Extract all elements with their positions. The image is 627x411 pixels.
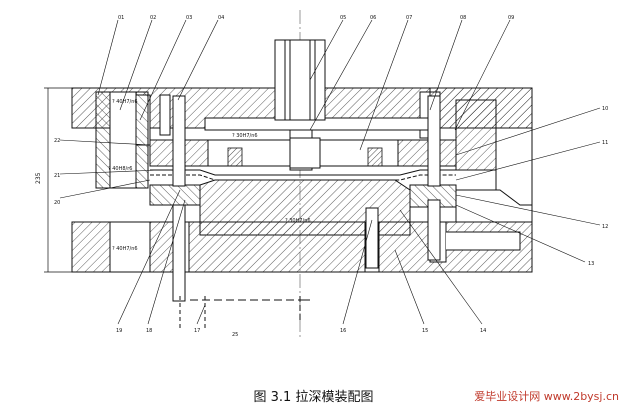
right-frame	[455, 99, 533, 223]
label-15: 15	[422, 328, 428, 334]
label-02: 02	[150, 15, 156, 21]
label-18: 18	[146, 328, 152, 334]
bolt-lower	[365, 207, 379, 269]
label-10: 10	[602, 106, 608, 112]
spring-right	[367, 147, 383, 167]
fit-bottom: ? 40H7/n6	[112, 246, 138, 252]
fit-left: ? 40H8/r6	[108, 166, 132, 172]
spring-left	[227, 147, 243, 167]
label-19: 19	[116, 328, 122, 334]
label-13: 13	[588, 261, 594, 267]
leader-lines	[59, 19, 601, 325]
height-dimension	[44, 87, 72, 273]
label-05: 05	[340, 15, 346, 21]
upper-guide-bushing	[95, 91, 149, 189]
label-22: 22	[54, 138, 60, 144]
label-08: 08	[460, 15, 466, 21]
workpiece	[150, 169, 456, 181]
dim-lower: 25	[232, 332, 238, 338]
label-07: 07	[406, 15, 412, 21]
guide-pin-right	[427, 95, 441, 261]
label-06: 06	[370, 15, 376, 21]
lower-die-block	[149, 179, 457, 236]
label-21: 21	[54, 173, 60, 179]
punch	[274, 39, 326, 169]
label-16: 16	[340, 328, 346, 334]
label-09: 09	[508, 15, 514, 21]
label-04: 04	[218, 15, 224, 21]
label-17: 17	[194, 328, 200, 334]
label-20: 20	[54, 200, 60, 206]
fit-top: ? 40H7/n6	[112, 99, 138, 105]
label-11: 11	[602, 140, 608, 146]
guide-pin-left	[172, 95, 186, 302]
watermark: 爱毕业设计网 www.2bysj.cn	[474, 390, 619, 403]
height-dim-label: 235	[35, 172, 42, 184]
label-03: 03	[186, 15, 192, 21]
label-14: 14	[480, 328, 486, 334]
figure-caption: 图 3.1 拉深模装配图	[253, 390, 374, 405]
fit-mid: ? 30H7/n6	[285, 218, 311, 224]
label-12: 12	[602, 224, 608, 230]
fit-upper: ? 30H7/n6	[232, 133, 258, 139]
lower-die-plate	[71, 221, 533, 273]
label-01: 01	[118, 15, 124, 21]
